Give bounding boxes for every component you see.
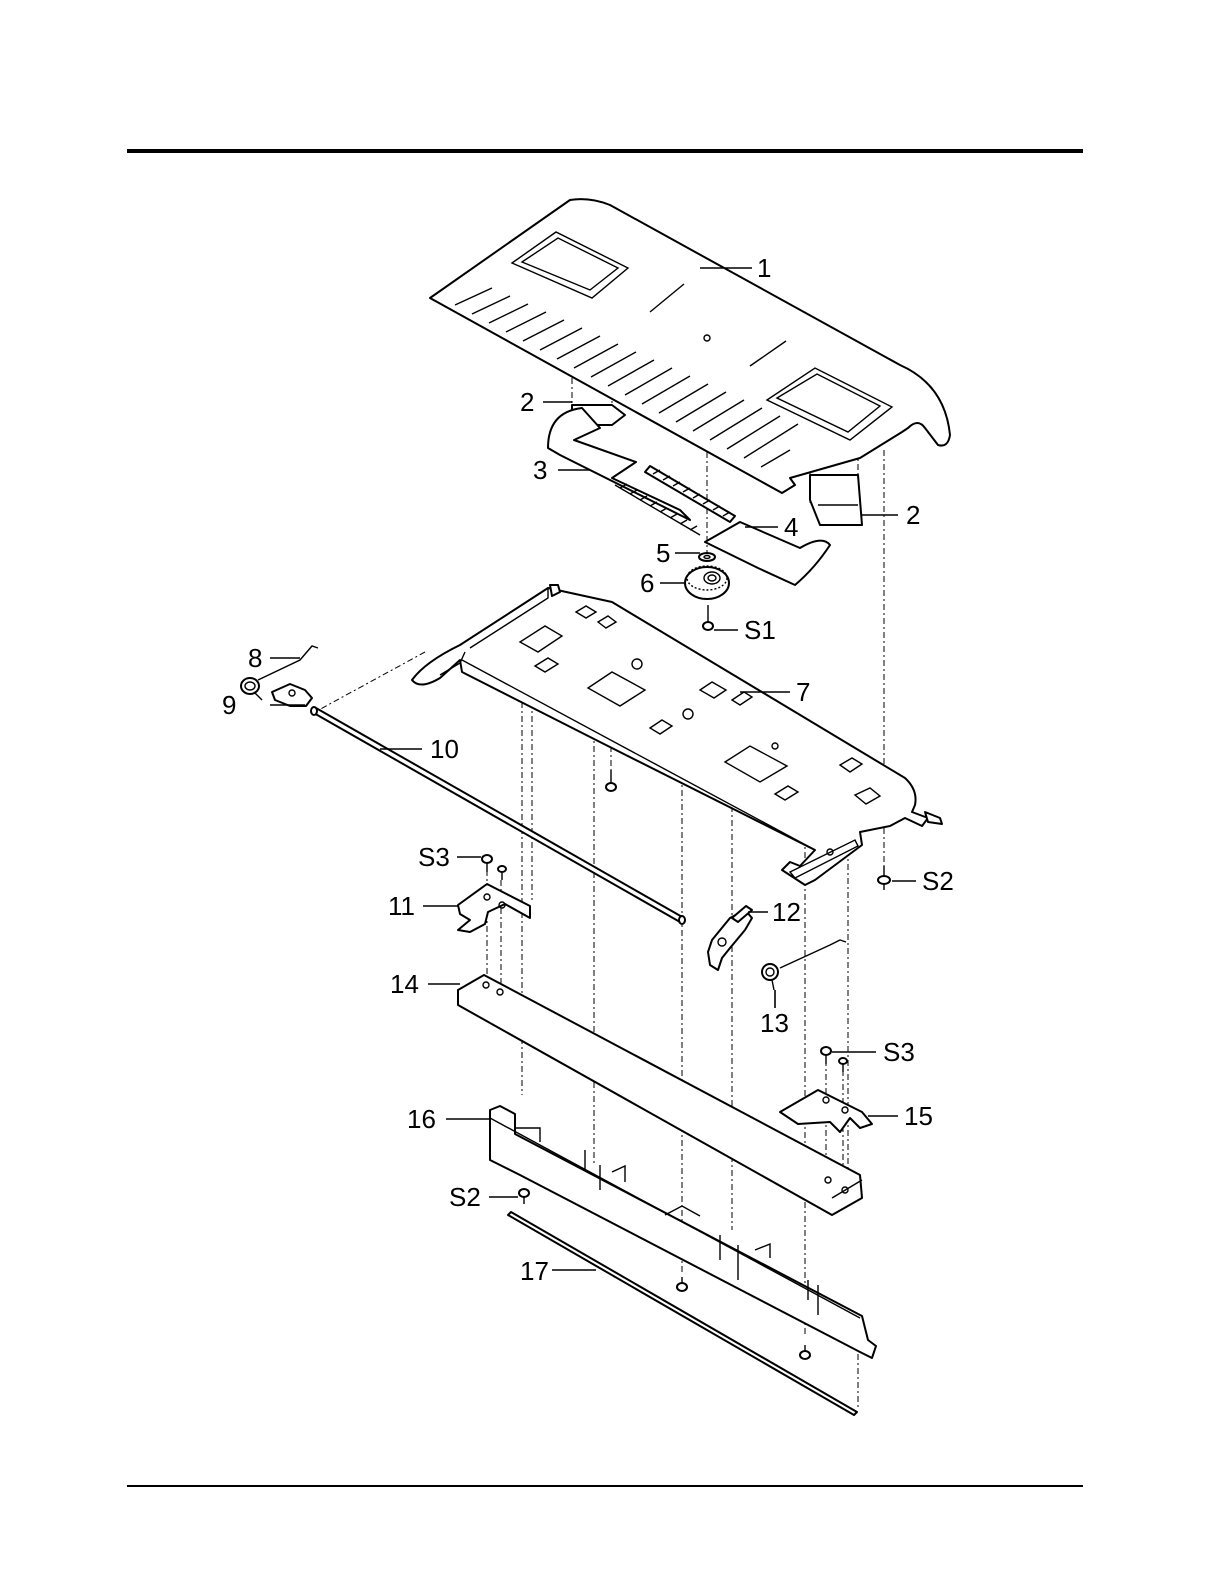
- part-9-bracket: [272, 684, 312, 706]
- part-6-gear: [685, 566, 729, 599]
- part-5-washer: [699, 553, 715, 561]
- callout-2-left: 2: [520, 387, 534, 417]
- part-11-left-bracket: [458, 884, 530, 932]
- callout-17: 17: [520, 1256, 549, 1286]
- callout-9: 9: [222, 690, 236, 720]
- screw-s1: [703, 605, 713, 630]
- callout-s1: S1: [744, 615, 776, 645]
- screws-s3-right: [821, 1047, 847, 1072]
- callout-8: 8: [248, 643, 262, 673]
- callout-7: 7: [796, 677, 810, 707]
- callout-11: 11: [388, 891, 415, 921]
- part-13-spring: [762, 940, 846, 990]
- callout-s2-left: S2: [449, 1182, 481, 1212]
- callout-12: 12: [772, 897, 801, 927]
- part-7-base-frame: [412, 585, 942, 885]
- part-2-right-guide: [810, 475, 862, 525]
- callout-4: 4: [784, 512, 798, 542]
- screw-bottom-center: [677, 1277, 687, 1291]
- part-1-tray-cover: [430, 199, 950, 493]
- callout-5: 5: [656, 538, 670, 568]
- callout-6: 6: [640, 568, 654, 598]
- callout-15: 15: [904, 1101, 933, 1131]
- callout-13: 13: [760, 1008, 789, 1038]
- callout-s3-right: S3: [883, 1037, 915, 1067]
- callout-14: 14: [390, 969, 419, 999]
- callout-16: 16: [407, 1104, 436, 1134]
- screws-s3-left: [482, 855, 506, 880]
- callout-s3-left: S3: [418, 842, 450, 872]
- screw-s2-right: [878, 866, 890, 890]
- part-12-release-lever: [708, 906, 752, 970]
- screw-frame-center: [606, 770, 616, 791]
- callout-10: 10: [430, 734, 459, 764]
- screw-bottom-right: [800, 1345, 810, 1359]
- part-16-lower-channel: [490, 1106, 876, 1358]
- part-14-plate: [458, 975, 862, 1215]
- screw-s2-left: [519, 1189, 529, 1204]
- callout-1: 1: [757, 253, 771, 283]
- callout-3: 3: [533, 455, 547, 485]
- callout-s2-right: S2: [922, 866, 954, 896]
- callout-2-right: 2: [906, 500, 920, 530]
